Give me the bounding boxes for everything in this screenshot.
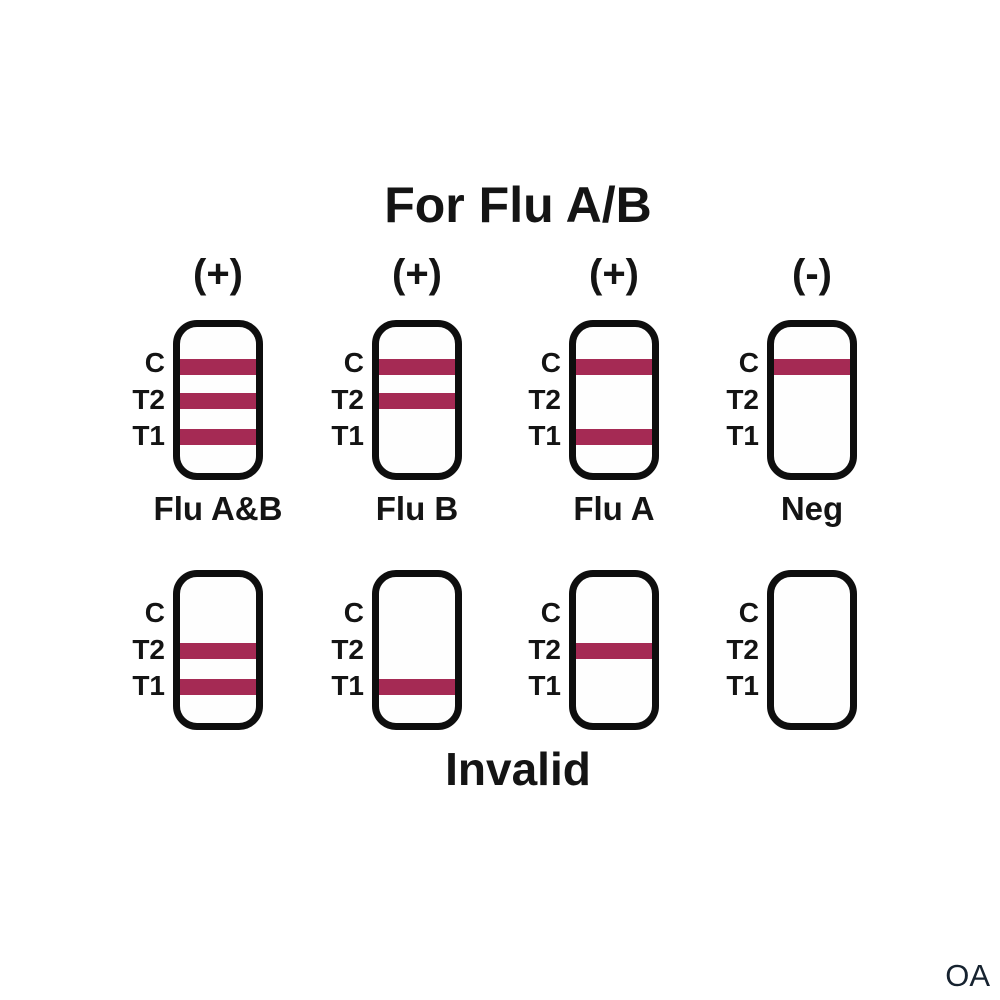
line-label-t1: T1 [132, 670, 165, 701]
line-labels: C T2 T1 [118, 502, 165, 792]
invalid-label: Invalid [445, 743, 591, 795]
line-labels: C T2 T1 [712, 252, 759, 542]
line-label-t2: T2 [528, 384, 561, 415]
line-labels: C T2 T1 [118, 252, 165, 542]
result-sign: (+) [589, 252, 639, 296]
line-labels: C T2 T1 [317, 252, 364, 542]
line-label-c: C [144, 597, 165, 628]
test-line-t1-band [379, 679, 455, 695]
line-labels: C T2 T1 [514, 252, 561, 542]
line-label-t2: T2 [726, 634, 759, 665]
cassette-group-flu-a: (+) C T2 T1 Flu A [514, 252, 714, 542]
line-label-c: C [540, 347, 561, 378]
test-cassette [767, 570, 857, 730]
control-line-band [576, 359, 652, 375]
cassette-group-flu-b: (+) C T2 T1 Flu B [317, 252, 517, 542]
line-label-t1: T1 [726, 420, 759, 451]
test-line-t1-band [180, 679, 256, 695]
test-cassette [173, 320, 263, 480]
line-label-t1: T1 [132, 420, 165, 451]
line-label-t1: T1 [331, 420, 364, 451]
cassette-group-negative: (-) C T2 T1 Neg [712, 252, 912, 542]
result-sign: (+) [392, 252, 442, 296]
diagram-title: For Flu A/B [384, 177, 652, 233]
line-label-t2: T2 [528, 634, 561, 665]
line-labels: C T2 T1 [712, 502, 759, 792]
line-label-t2: T2 [331, 384, 364, 415]
control-line-band [774, 359, 850, 375]
test-cassette [372, 570, 462, 730]
line-label-t2: T2 [331, 634, 364, 665]
cassette-group-invalid-2: C T2 T1 [317, 502, 517, 792]
line-label-t1: T1 [726, 670, 759, 701]
line-label-c: C [738, 597, 759, 628]
test-cassette [569, 320, 659, 480]
test-line-t2-band [379, 393, 455, 409]
test-line-t2-band [180, 643, 256, 659]
test-line-t1-band [180, 429, 256, 445]
result-sign: (+) [193, 252, 243, 296]
control-line-band [180, 359, 256, 375]
watermark-text: OA [945, 958, 990, 993]
test-line-t2-band [576, 643, 652, 659]
line-label-c: C [540, 597, 561, 628]
cassette-group-flu-ab: (+) C T2 T1 Flu A&B [118, 252, 318, 542]
cassette-group-invalid-1: C T2 T1 [118, 502, 318, 792]
result-label: Flu B [375, 490, 459, 527]
line-label-t2: T2 [132, 634, 165, 665]
cassette-group-invalid-4: C T2 T1 [712, 502, 912, 792]
cassette-group-invalid-3: C T2 T1 [514, 502, 714, 792]
result-label: Neg [780, 490, 844, 527]
test-line-t2-band [180, 393, 256, 409]
line-labels: C T2 T1 [317, 502, 364, 792]
line-label-t2: T2 [726, 384, 759, 415]
test-cassette [569, 570, 659, 730]
result-label: Flu A&B [153, 490, 283, 527]
line-label-c: C [738, 347, 759, 378]
line-label-t1: T1 [528, 670, 561, 701]
line-label-c: C [343, 597, 364, 628]
result-label: Flu A [573, 490, 655, 527]
test-cassette [372, 320, 462, 480]
test-line-t1-band [576, 429, 652, 445]
line-label-c: C [144, 347, 165, 378]
test-cassette [173, 570, 263, 730]
result-sign: (-) [792, 252, 832, 296]
line-label-t1: T1 [331, 670, 364, 701]
line-label-t2: T2 [132, 384, 165, 415]
line-label-c: C [343, 347, 364, 378]
line-label-t1: T1 [528, 420, 561, 451]
control-line-band [379, 359, 455, 375]
test-cassette [767, 320, 857, 480]
line-labels: C T2 T1 [514, 502, 561, 792]
